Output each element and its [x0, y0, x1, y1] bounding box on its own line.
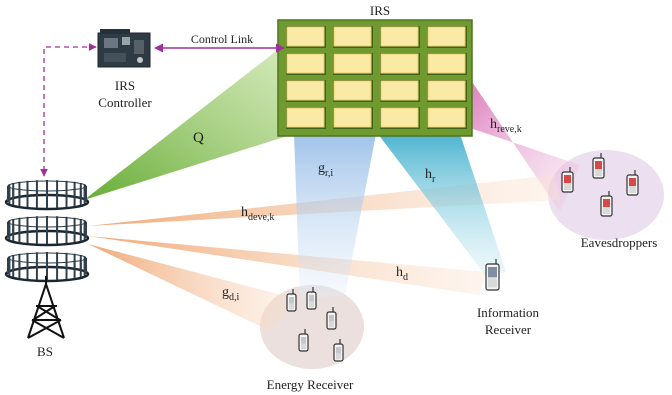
- irs-element: [286, 107, 325, 128]
- channel-label-h-deve: hdeve,k: [241, 205, 274, 223]
- bs-antenna-ring-top: [7, 252, 87, 264]
- channel-label-h-r: hr: [425, 167, 436, 185]
- irs-element: [333, 26, 372, 47]
- irs-element: [427, 26, 466, 47]
- energy-receiver-phone-icon: [286, 289, 297, 312]
- energy-receiver-phone-icon: [306, 287, 317, 310]
- irs-element: [380, 80, 419, 101]
- information-receiver-label-line2: Receiver: [485, 322, 532, 337]
- irs-element: [286, 26, 325, 47]
- g-d-beam: [88, 244, 300, 330]
- h-reve-beam: [456, 58, 580, 212]
- irs-controller-icon: [97, 29, 151, 68]
- irs-element: [333, 53, 372, 74]
- irs-element: [380, 53, 419, 74]
- irs-controller-label-line2: Controller: [98, 95, 152, 110]
- q-beam: [84, 42, 300, 200]
- irs-panel: [277, 19, 473, 137]
- channel-label-g-ri: gr,i: [318, 161, 333, 179]
- h-d-beam: [88, 236, 486, 295]
- control-link-label: Control Link: [191, 32, 253, 46]
- energy-receiver-phone-icon: [298, 329, 309, 352]
- energy-receiver-label: Energy Receiver: [267, 377, 354, 392]
- eavesdropper-phone-icon: [592, 153, 605, 179]
- controller-bs-dashed-link: [40, 43, 97, 177]
- eavesdroppers-label: Eavesdroppers: [581, 235, 658, 250]
- irs-element: [427, 53, 466, 74]
- irs-element: [380, 26, 419, 47]
- irs-element: [333, 80, 372, 101]
- irs-element: [380, 107, 419, 128]
- irs-element: [333, 107, 372, 128]
- information-receiver-label-line1: Information: [477, 305, 540, 320]
- h-r-beam: [378, 134, 506, 276]
- eavesdropper-phone-icon: [626, 170, 639, 196]
- information-receiver-phone-icon: [485, 259, 500, 291]
- bs-antenna-ring-top: [7, 180, 87, 192]
- energy-receiver-phone-icon: [333, 339, 344, 362]
- g-r-beam: [294, 134, 376, 300]
- irs-element: [427, 107, 466, 128]
- channel-label-g-di: gd,i: [222, 285, 240, 303]
- bs-tower-icon: [4, 180, 90, 339]
- bs-label: BS: [37, 344, 53, 359]
- irs-element: [427, 80, 466, 101]
- channel-label-h-d: hd: [396, 265, 408, 283]
- energy-receiver-phone-icon: [326, 307, 337, 330]
- eavesdropper-phone-icon: [600, 191, 613, 217]
- irs-element: [286, 53, 325, 74]
- irs-element: [286, 80, 325, 101]
- channel-label-h-reve: hreve,k: [490, 117, 522, 135]
- eavesdropper-phone-icon: [561, 167, 574, 193]
- irs-controller-label-line1: IRS: [115, 78, 135, 93]
- channel-label-q: Q: [193, 130, 204, 146]
- irs-label: IRS: [370, 3, 390, 18]
- bs-antenna-ring-top: [7, 216, 87, 228]
